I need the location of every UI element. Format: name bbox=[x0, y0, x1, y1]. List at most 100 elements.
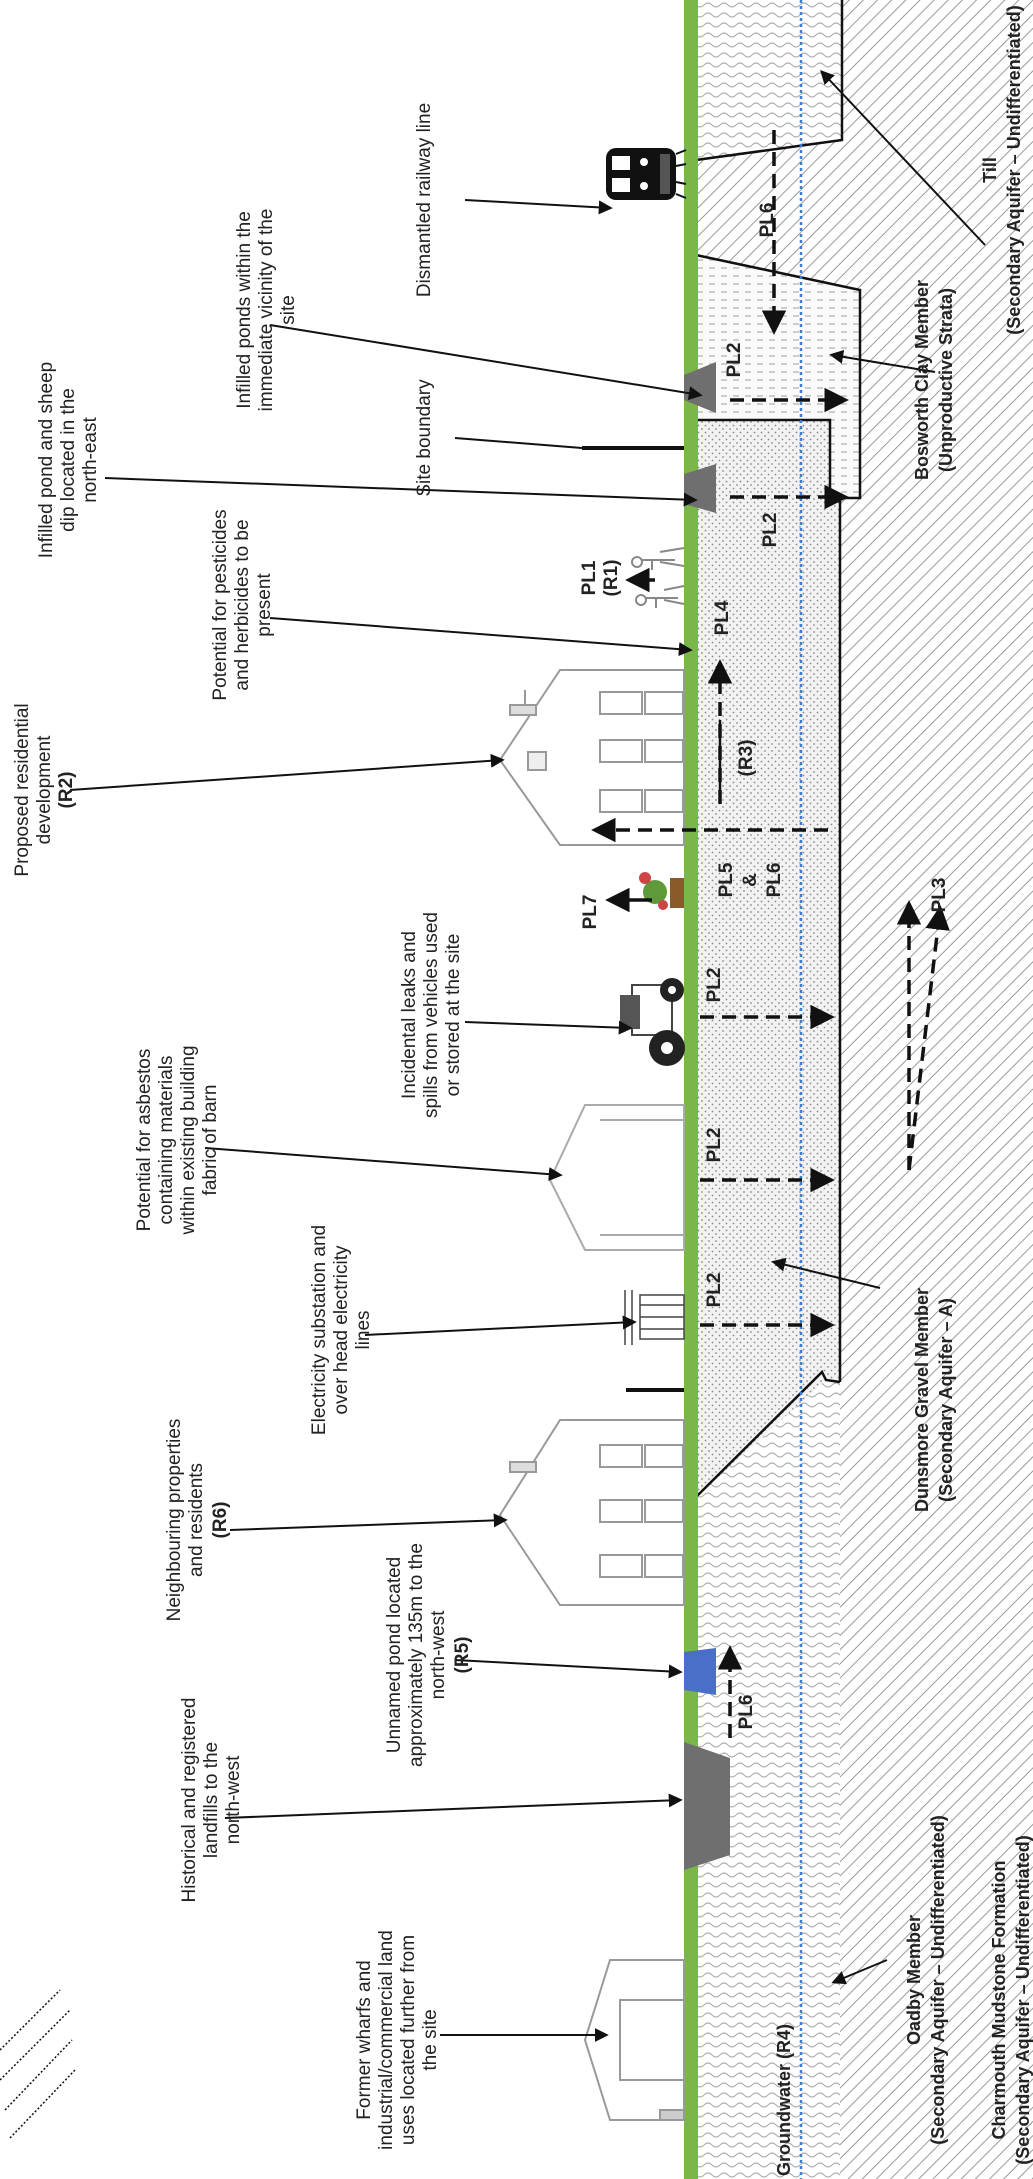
label-pl5-pl6: PL5&PL6 bbox=[716, 862, 785, 897]
leader-infilled-ponds bbox=[269, 324, 703, 401]
label-landfills-text-line2: landfills to the bbox=[201, 1742, 222, 1858]
label-oadby-line1: Oadby Member bbox=[904, 1915, 924, 2045]
label-dunsmore: Dunsmore Gravel Member(Secondary Aquifer… bbox=[912, 1288, 956, 1512]
leader-bosworth bbox=[829, 349, 936, 373]
label-oadby: Oadby Member(Secondary Aquifer – Undiffe… bbox=[904, 1815, 948, 2144]
label-site-boundary: Site boundary bbox=[414, 379, 435, 497]
leader-substation bbox=[364, 1315, 637, 1336]
label-groundwater: Groundwater (R4) bbox=[774, 2024, 794, 2176]
label-proposed-dev-text-line2: development bbox=[34, 735, 55, 845]
label-pl2-substation: PL2 bbox=[704, 1273, 725, 1308]
label-pl7: PL7 bbox=[580, 895, 601, 930]
svg-text:PL2: PL2 bbox=[724, 343, 745, 378]
label-asbestos-text-line3: within existing building bbox=[178, 1045, 199, 1235]
residents-people-icon bbox=[631, 547, 685, 608]
label-pl6-pond: PL6 bbox=[736, 1695, 757, 1730]
svg-text:Proposed residentialdevelopmen: Proposed residentialdevelopment(R2) bbox=[12, 703, 77, 876]
leader-site-boundary bbox=[454, 437, 583, 449]
label-oadby-line2: (Secondary Aquifer – Undifferentiated) bbox=[928, 1815, 948, 2144]
label-proposed-dev: Proposed residentialdevelopment(R2) bbox=[12, 703, 77, 876]
label-pl6-railway: PL6 bbox=[757, 203, 778, 238]
leader-pond bbox=[454, 1659, 683, 1679]
label-landfills-text: Historical and registered bbox=[179, 1698, 200, 1903]
label-infilled-pond-sheep-text: Infilled pond and sheep bbox=[36, 362, 57, 559]
till-top-layer bbox=[696, 0, 842, 160]
label-bosworth: Bosworth Clay Member(Unproductive Strata… bbox=[912, 280, 956, 480]
label-pl2-tractor: PL2 bbox=[704, 968, 725, 1003]
svg-text:Neighbouring propertiesand res: Neighbouring propertiesand residents(R6) bbox=[164, 1419, 231, 1622]
label-proposed-dev-text: Proposed residential bbox=[12, 703, 33, 876]
leader-infilled-pond-sheep bbox=[104, 477, 698, 507]
svg-text:PL3: PL3 bbox=[929, 878, 950, 913]
label-substation-text: Electricity substation and bbox=[309, 1225, 330, 1435]
svg-text:Historical and registeredlandf: Historical and registeredlandfills to th… bbox=[179, 1698, 244, 1903]
decorative-hatch-marks bbox=[0, 1989, 76, 2139]
label-leaks-text-line3: or stored at the site bbox=[443, 934, 464, 1097]
leader-oadby bbox=[831, 1959, 888, 1985]
label-neighbours: Neighbouring propertiesand residents(R6) bbox=[164, 1419, 231, 1622]
label-infilled-ponds-text: Infilled ponds within the bbox=[234, 211, 255, 409]
leader-neighbours bbox=[229, 1513, 508, 1531]
label-asbestos-text: Potential for asbestos bbox=[134, 1049, 155, 1232]
svg-text:PL2: PL2 bbox=[704, 1273, 725, 1308]
svg-text:Charmouth Mudstone Formation(S: Charmouth Mudstone Formation(Secondary A… bbox=[989, 1835, 1033, 2164]
proposed-house-icon bbox=[498, 669, 685, 846]
label-dunsmore-line2: (Secondary Aquifer – A) bbox=[936, 1298, 956, 1502]
svg-text:PL6: PL6 bbox=[736, 1695, 757, 1730]
label-asbestos: Potential for asbestoscontaining materia… bbox=[134, 1045, 221, 1235]
svg-text:Till(Secondary Aquifer – Undif: Till(Secondary Aquifer – Undifferentiate… bbox=[980, 5, 1024, 334]
svg-text:Incidental leaks andspills fro: Incidental leaks andspills from vehicles… bbox=[399, 912, 464, 1118]
svg-text:Dismantled railway line: Dismantled railway line bbox=[414, 103, 435, 297]
label-pesticides-text-line2: and herbicides to be bbox=[232, 519, 253, 690]
label-wharfs-text-line2: industrial/commercial land bbox=[376, 1930, 397, 2150]
label-leaks-text: Incidental leaks and bbox=[399, 931, 420, 1099]
leader-railway bbox=[464, 199, 613, 215]
label-infilled-pond-sheep: Infilled pond and sheepdip located in th… bbox=[36, 362, 101, 559]
label-neighbours-tag: (R6) bbox=[210, 1502, 231, 1539]
svg-text:PL2: PL2 bbox=[760, 513, 781, 548]
tractor-icon bbox=[620, 978, 685, 1066]
label-pl4: PL4 bbox=[712, 600, 733, 635]
svg-text:Unnamed pond locatedapproximat: Unnamed pond locatedapproximately 135m t… bbox=[384, 1543, 473, 1767]
boundary-till bbox=[695, 0, 844, 162]
bosworth-clay-layer bbox=[696, 255, 860, 498]
label-infilled-pond-sheep-text-line2: dip located in the bbox=[58, 388, 79, 532]
label-landfills: Historical and registeredlandfills to th… bbox=[179, 1698, 244, 1903]
dunsmore-gravel-layer bbox=[696, 420, 840, 1497]
svg-text:Former wharfs andindustrial/co: Former wharfs andindustrial/commercial l… bbox=[354, 1930, 441, 2150]
label-infilled-ponds: Infilled ponds within theimmediate vicin… bbox=[234, 209, 299, 412]
label-wharfs-text: Former wharfs and bbox=[354, 1960, 375, 2119]
label-pl1: PL1(R1) bbox=[579, 560, 622, 597]
leader-pesticides bbox=[269, 617, 693, 657]
label-wharfs: Former wharfs andindustrial/commercial l… bbox=[354, 1930, 441, 2150]
label-wharfs-text-line4: the site bbox=[420, 2009, 441, 2070]
label-railway: Dismantled railway line bbox=[414, 103, 435, 297]
svg-text:Infilled ponds within theimmed: Infilled ponds within theimmediate vicin… bbox=[234, 209, 299, 412]
substation-icon bbox=[624, 1290, 685, 1345]
leader-asbestos bbox=[204, 1147, 563, 1182]
boundary-dunsmore-end bbox=[695, 1369, 841, 1498]
unnamed-pond-icon bbox=[684, 1648, 716, 1695]
svg-text:Potential for asbestoscontaini: Potential for asbestoscontaining materia… bbox=[134, 1045, 221, 1235]
svg-text:(R3): (R3) bbox=[736, 740, 757, 777]
label-pond: Unnamed pond locatedapproximately 135m t… bbox=[384, 1543, 473, 1767]
label-pond-text: Unnamed pond located bbox=[384, 1557, 405, 1753]
label-charmouth-line2: (Secondary Aquifer – Undifferentiated) bbox=[1013, 1835, 1033, 2164]
label-infilled-ponds-text-line3: site bbox=[278, 295, 299, 325]
label-landfills-text-line3: north-west bbox=[223, 1755, 244, 1844]
barn-icon bbox=[548, 1104, 685, 1251]
label-asbestos-text-line4: fabric of barn bbox=[200, 1085, 221, 1196]
label-railway-text: Dismantled railway line bbox=[414, 103, 435, 297]
label-bosworth-line2: (Unproductive Strata) bbox=[936, 288, 956, 472]
label-neighbours-text: Neighbouring properties bbox=[164, 1419, 185, 1622]
label-pl3: PL3 bbox=[929, 878, 950, 913]
label-dunsmore-line1: Dunsmore Gravel Member bbox=[912, 1288, 932, 1512]
label-substation-text-line2: over head electricity bbox=[331, 1245, 352, 1414]
label-charmouth-line1: Charmouth Mudstone Formation bbox=[989, 1861, 1009, 2140]
label-pl2-barn: PL2 bbox=[704, 1128, 725, 1163]
label-pond-text-line2: approximately 135m to the bbox=[406, 1543, 427, 1767]
label-pond-text-line3: north-west bbox=[428, 1610, 449, 1699]
label-pl2-pond-b: PL2 bbox=[760, 513, 781, 548]
svg-text:Site boundary: Site boundary bbox=[414, 379, 435, 497]
label-leaks: Incidental leaks andspills from vehicles… bbox=[399, 912, 464, 1118]
